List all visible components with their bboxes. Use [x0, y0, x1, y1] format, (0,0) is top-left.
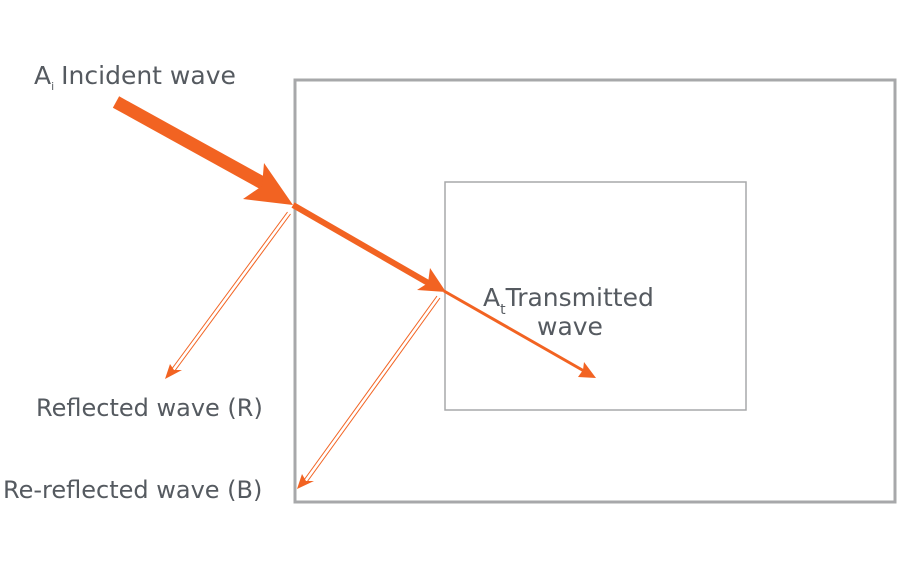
transmitted-label: AtTransmitted: [483, 283, 654, 318]
incident-wave-arrow: [112, 96, 293, 205]
transmitted-wave-arrow-2: [443, 289, 596, 378]
outer-boundary: [293, 78, 897, 504]
transmitted-label-line2: wave: [537, 312, 603, 341]
inner-boundary: [444, 181, 747, 411]
reflected-label: Reflected wave (R): [36, 394, 263, 422]
rereflected-label: Re-reflected wave (B): [3, 476, 262, 504]
reflected-wave-arrow: [165, 211, 291, 379]
rereflected-wave-arrow: [297, 295, 441, 489]
transmitted-wave-arrow-1: [291, 202, 446, 292]
